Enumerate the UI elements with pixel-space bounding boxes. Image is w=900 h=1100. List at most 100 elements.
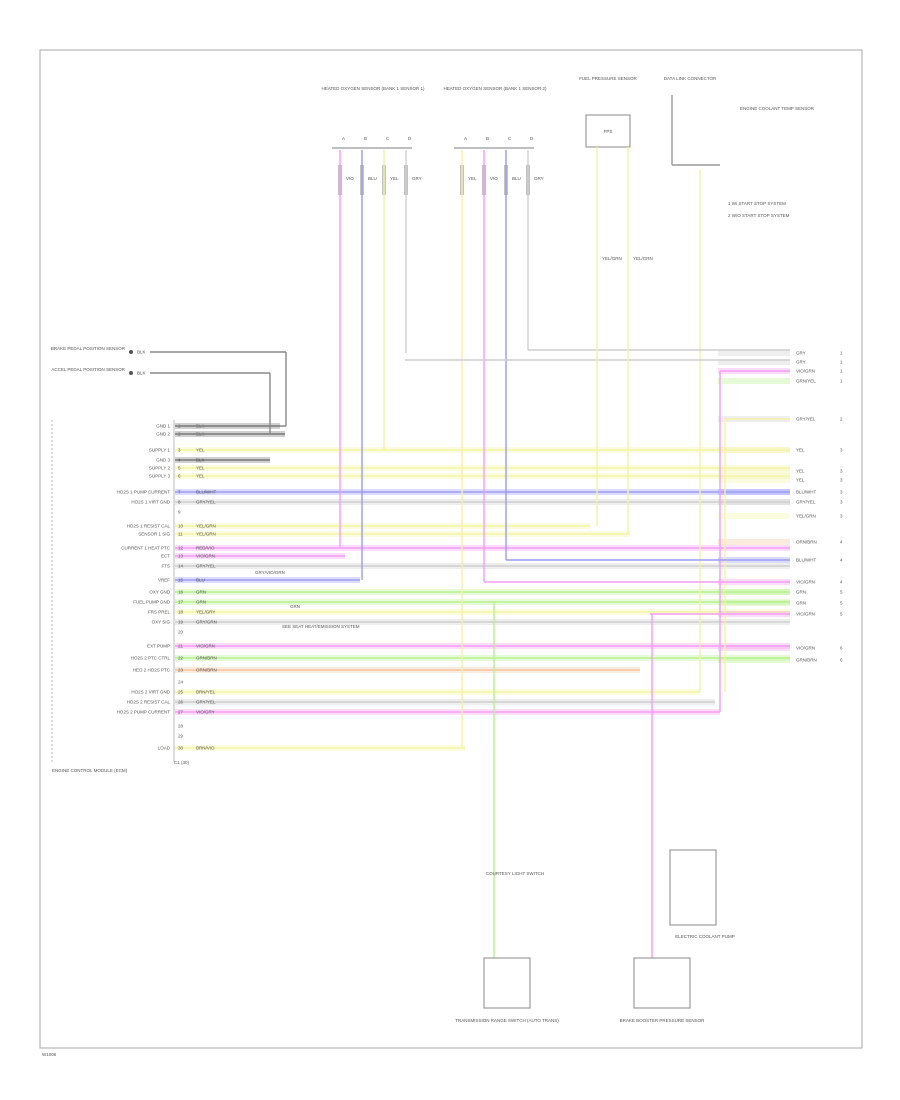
ecm-wire-color: BRN/VIO — [196, 746, 215, 751]
ecm-wire-color: BLU — [196, 578, 205, 583]
ecm-pin-number: 20 — [178, 630, 184, 635]
input-label: ACCEL PEDAL POSITION SENSOR — [51, 367, 125, 372]
ecm-wire-color: GRY/GRN — [196, 620, 217, 625]
ecm-pin-name: SUPPLY 1 — [149, 448, 171, 453]
right-wire-color: GRY — [796, 351, 806, 356]
sensor-pin: D — [530, 136, 534, 141]
ecm-pin-number: 23 — [178, 668, 184, 673]
ecm-pin-number: 12 — [178, 546, 184, 551]
input-wire: BLK — [137, 350, 146, 355]
ecm-pin-name: OXY GND — [149, 590, 170, 595]
wire-band — [718, 489, 790, 495]
ecm-pin-name: LOAD — [158, 746, 171, 751]
sensor-wire: GRY — [412, 176, 422, 181]
right-wire-color: GRN — [796, 590, 806, 595]
ecm-pin-name: GND 1 — [156, 424, 170, 429]
right-wire-color: ORN/BRN — [796, 540, 817, 545]
ecm-connector-id: C1 (30) — [174, 760, 190, 765]
right-ref: 4 — [840, 558, 843, 563]
wire-band — [718, 513, 790, 519]
coolant-pump-box — [669, 849, 717, 926]
connector-icon — [129, 371, 133, 375]
component-wire: YEL/GRN — [633, 256, 653, 261]
wire-band — [718, 589, 790, 595]
ecm-pin-number: 18 — [178, 610, 184, 615]
ecm-pin-number: 14 — [178, 564, 184, 569]
right-ref: 1 — [840, 360, 843, 365]
ecm-pin-number: 7 — [178, 490, 181, 495]
ecm-pin-name: GND 3 — [156, 458, 170, 463]
ecm-pin-name: SUPPLY 2 — [149, 466, 171, 471]
ecm-wire-color: GRY/YEL — [196, 500, 216, 505]
sensor-wire: YEL — [468, 176, 477, 181]
component-body: FPS — [604, 129, 613, 134]
connector-icon — [129, 350, 133, 354]
ecm-pin-number: 17 — [178, 600, 184, 605]
wire-band — [718, 657, 790, 663]
sensor-wire: BLU — [512, 176, 521, 181]
ecm-pin-name: HO2S 1 PUMP CURRENT — [117, 490, 171, 495]
sensor-pin: C — [508, 136, 512, 141]
wire-band — [718, 499, 790, 505]
ecm-wire-color: VIO/GRY — [196, 710, 215, 715]
ecm-wire-color: VIO/GRN — [196, 554, 215, 559]
ecm-pin-name: OXY SIG — [152, 620, 171, 625]
right-wire-color: VIO/GRN — [796, 369, 815, 374]
wire-band — [718, 359, 790, 365]
ecm-pin-name: HO2S 2 PTC CTRL — [131, 656, 171, 661]
ecm-wire-color: YEL — [196, 474, 205, 479]
ecm-wire-color: YEL/GRY — [196, 610, 215, 615]
right-wire-color: YEL — [796, 478, 805, 483]
ecm-wire-color: GRN — [196, 590, 206, 595]
ecm-pin-number: 10 — [178, 524, 184, 529]
ecm-pin-number: 16 — [178, 590, 184, 595]
right-wire-color: GRY/YEL — [796, 500, 816, 505]
wire-band — [718, 350, 790, 356]
ecm-pin-number: 29 — [178, 734, 184, 739]
right-wire-color: YEL/GRN — [796, 514, 816, 519]
ecm-pin-number: 25 — [178, 690, 184, 695]
right-ref: 3 — [840, 469, 843, 474]
ecm-wire-color: YEL — [196, 466, 205, 471]
right-wire-color: GRN — [796, 601, 806, 606]
ecm-pin-name: EXT PUMP — [147, 644, 170, 649]
right-wire-color: YEL — [796, 448, 805, 453]
mid-note: GRN — [290, 604, 300, 609]
right-ref: 6 — [840, 658, 843, 663]
right-ref: 4 — [840, 540, 843, 545]
right-ref: 5 — [840, 612, 843, 617]
sensor-pin: B — [486, 136, 489, 141]
ecm-wire-color: GRN/BRN — [196, 656, 217, 661]
ecm-pin-number: 8 — [178, 500, 181, 505]
ecm-pin-number: 13 — [178, 554, 184, 559]
ecm-pin-number: 27 — [178, 710, 184, 715]
ecm-pin-name: SENSOR 1 SIG — [138, 532, 170, 537]
mid-note: SEE SEAT HEAT/EMISSION SYSTEM — [282, 624, 360, 629]
ecm-pin-name: HO2S 2 VIRT GND — [131, 690, 170, 695]
ecm-pin-name: ECT — [161, 554, 170, 559]
sensor-wire: YEL — [390, 176, 399, 181]
ecm-pin-number: 24 — [178, 680, 184, 685]
ecm-pin-number: 30 — [178, 746, 184, 751]
right-ref: 3 — [840, 478, 843, 483]
component-note: ENGINE COOLANT TEMP SENSOR — [740, 106, 815, 111]
ecm-wire-color: BLU/WHT — [196, 490, 217, 495]
component-label: FUEL PRESSURE SENSOR — [579, 76, 637, 81]
ecm-pin-number: 15 — [178, 578, 184, 583]
right-wire-color: BLU/WHT — [796, 558, 817, 563]
sensor-pin: B — [364, 136, 367, 141]
wire-band — [718, 539, 790, 545]
bottom-component-note: ELECTRIC COOLANT PUMP — [675, 934, 734, 939]
ecm-wire-color: ORN/BRN — [196, 668, 217, 673]
ecm-pin-number: 11 — [178, 532, 183, 537]
ecm-wire-color: RED/VIO — [196, 546, 215, 551]
sensor-pin: C — [386, 136, 390, 141]
right-wire-color: VIO/GRN — [796, 646, 815, 651]
right-ref: 3 — [840, 490, 843, 495]
right-ref: 3 — [840, 448, 843, 453]
ecm-pin-number: 3 — [178, 448, 181, 453]
wire-band — [718, 378, 790, 384]
right-wire-color: GRN/YEL — [796, 379, 816, 384]
ecm-pin-number: 19 — [178, 620, 184, 625]
